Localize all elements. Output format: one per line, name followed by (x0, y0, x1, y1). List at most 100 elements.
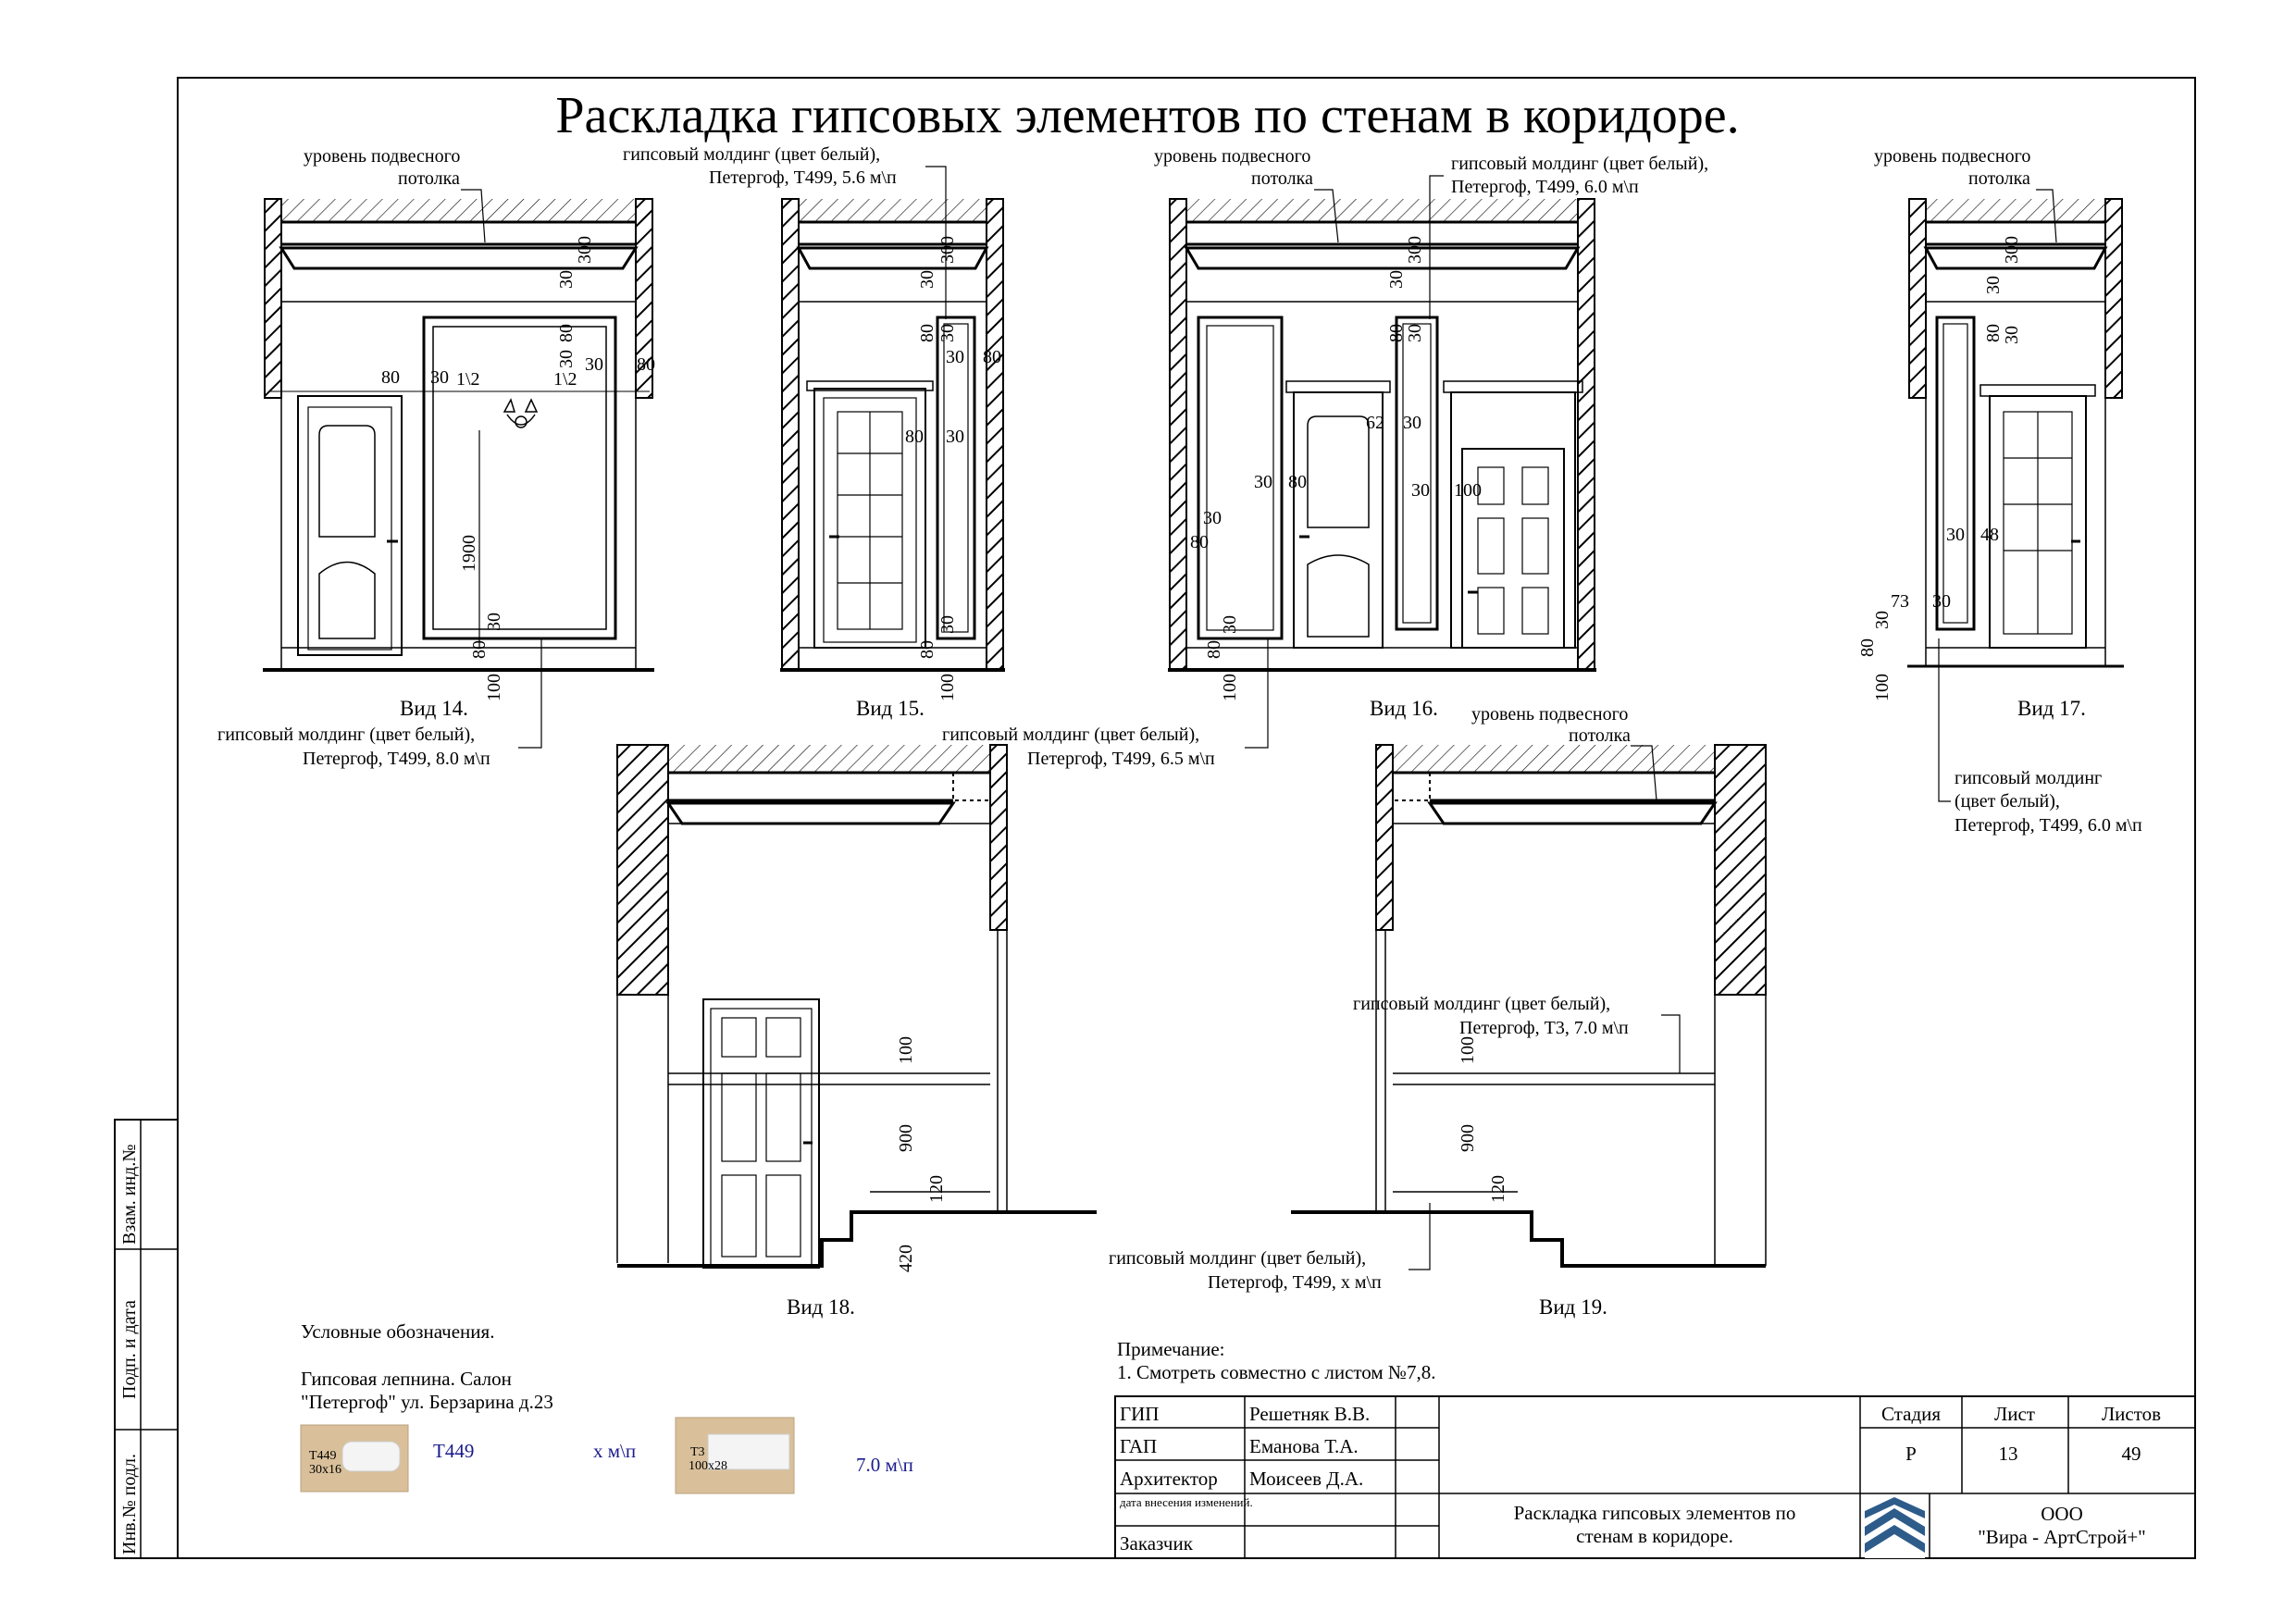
dim: 100 (1454, 480, 1482, 501)
wall-right (635, 198, 653, 399)
view-16-label: Вид 16. (1370, 697, 1438, 720)
page-title: Раскладка гипсовых элементов по стенам в… (555, 87, 1739, 144)
view-17: 30 300 80 30 30 48 73 30 30 80 100 урове… (1857, 146, 2142, 836)
door (1293, 391, 1384, 649)
dim: 80 (381, 367, 400, 388)
wall-right (1714, 744, 1767, 996)
ceiling-label: уровень подвесного (1471, 704, 1628, 725)
dim: 80 (1983, 324, 2004, 342)
dim: 80 (1857, 638, 1878, 657)
value-stage: Р (1905, 1443, 1917, 1465)
dim: 30 (1254, 472, 1272, 492)
view-17-label: Вид 17. (2017, 697, 2086, 720)
ceiling-label: уровень подвесного (1154, 146, 1310, 167)
dim: 30 (946, 427, 964, 447)
door (702, 998, 820, 1269)
strip-label-3: Инв.№ подл. (119, 1454, 140, 1555)
dim: 80 (917, 324, 937, 342)
dim: 30 (946, 347, 964, 367)
wall-right (2104, 198, 2123, 399)
molding-panel (422, 316, 617, 640)
legend-heading: Условные обозначения. (301, 1320, 494, 1343)
view-16-callout-2: гипсовый молдинг (цвет белый), (942, 725, 1199, 745)
dim: 100 (1220, 674, 1240, 701)
header-sheets: Листов (2102, 1403, 2161, 1425)
dim: 100 (937, 674, 958, 701)
dim: 300 (1405, 236, 1425, 264)
molding-panel (1395, 316, 1439, 631)
value-sheets: 49 (2122, 1443, 2141, 1465)
legend-qty-2: 7.0 м\п (856, 1454, 913, 1476)
title-block: ГИП Решетняк В.В. ГАП Еманова Т.А. Архит… (1114, 1395, 2196, 1559)
molding-panel (1197, 316, 1284, 640)
dim: 80 (905, 427, 924, 447)
view-17-callout: Петергоф, Т499, 6.0 м\п (1955, 815, 2142, 836)
dim: 100 (1872, 674, 1893, 701)
wall-left (1169, 198, 1187, 670)
view-19-label: Вид 19. (1539, 1295, 1607, 1319)
dim: 300 (937, 236, 958, 264)
view-16-callout: гипсовый молдинг (цвет белый), (1451, 154, 1708, 174)
wall-left (1908, 198, 1927, 399)
dim: 30 (917, 270, 937, 289)
view-16-callout-2: Петергоф, Т499, 6.5 м\п (1027, 749, 1215, 769)
dim: 80 (1386, 324, 1407, 342)
dim: 62 (1366, 413, 1384, 433)
view-17-callout: гипсовый молдинг (1955, 768, 2102, 788)
door (297, 395, 403, 656)
note: Примечание: 1. Смотреть совместно с лист… (1117, 1338, 1435, 1383)
wall-left (264, 198, 282, 399)
dim: 30 (585, 354, 603, 375)
dim: 120 (926, 1175, 947, 1203)
view-19-callout-2: Петергоф, Т499, х м\п (1208, 1272, 1382, 1293)
left-strip: Взам. инд.№ Подп. и дата Инв.№ подл. (114, 1119, 179, 1559)
view-16: 30 300 80 30 62 30 30 80 30 100 30 80 30… (942, 146, 1708, 769)
legend-source: Гипсовая лепнина. Салон (301, 1368, 512, 1390)
view-18-label: Вид 18. (787, 1295, 855, 1319)
dim: 1\2 (553, 369, 577, 390)
view-14-callout: гипсовый молдинг (цвет белый), (217, 725, 475, 745)
wall-right (1577, 198, 1595, 670)
view-14-callout: Петергоф, Т499, 8.0 м\п (303, 749, 490, 769)
dim: 73 (1891, 591, 1909, 612)
dim: 900 (1458, 1124, 1478, 1152)
dim: 900 (896, 1124, 916, 1152)
header-stage: Стадия (1881, 1403, 1941, 1425)
name-gap: Еманова Т.А. (1249, 1435, 1359, 1457)
dim: 30 (1386, 270, 1407, 289)
dim: 30 (1983, 276, 2004, 294)
view-19: 100 900 120 уровень подвесного потолка г… (1109, 704, 1767, 1319)
legend-swatch-1-text: Т449 (309, 1449, 337, 1463)
dim: 30 (937, 615, 958, 634)
company-name: ООО (2041, 1503, 2083, 1525)
door (1461, 448, 1565, 649)
ceiling-label: потолка (1968, 168, 2030, 189)
legend-swatch-1-text: 30x16 (309, 1463, 341, 1477)
legend-swatch-2-text: 100x28 (689, 1459, 727, 1473)
dim: 80 (1288, 472, 1307, 492)
dim: 80 (556, 324, 577, 342)
view-16-callout: Петергоф, Т499, 6.0 м\п (1451, 177, 1639, 197)
dim: 100 (484, 674, 504, 701)
dim: 30 (1405, 324, 1425, 342)
view-17-callout: (цвет белый), (1955, 791, 2060, 812)
dim: 80 (983, 347, 1001, 367)
dim: 80 (1190, 532, 1209, 552)
dim: 80 (469, 640, 490, 659)
dim: 80 (917, 640, 937, 659)
dim: 300 (575, 236, 595, 264)
dim: 120 (1488, 1175, 1508, 1203)
dim: 100 (896, 1036, 916, 1064)
ceiling-label: потолка (1251, 168, 1313, 189)
dim: 30 (484, 613, 504, 631)
legend-swatch-2-text: Т3 (690, 1445, 705, 1459)
molding-panel (936, 316, 976, 640)
view-15: 30 300 80 30 30 80 80 30 30 80 100 гипсо… (623, 144, 1005, 720)
wall-right (986, 198, 1004, 670)
header-sheet: Лист (1994, 1403, 2035, 1425)
dim: 1900 (459, 535, 479, 572)
dim: 30 (1203, 508, 1222, 528)
dim: 100 (1458, 1036, 1478, 1064)
dim: 300 (2002, 236, 2022, 264)
dim: 30 (2002, 326, 2022, 344)
